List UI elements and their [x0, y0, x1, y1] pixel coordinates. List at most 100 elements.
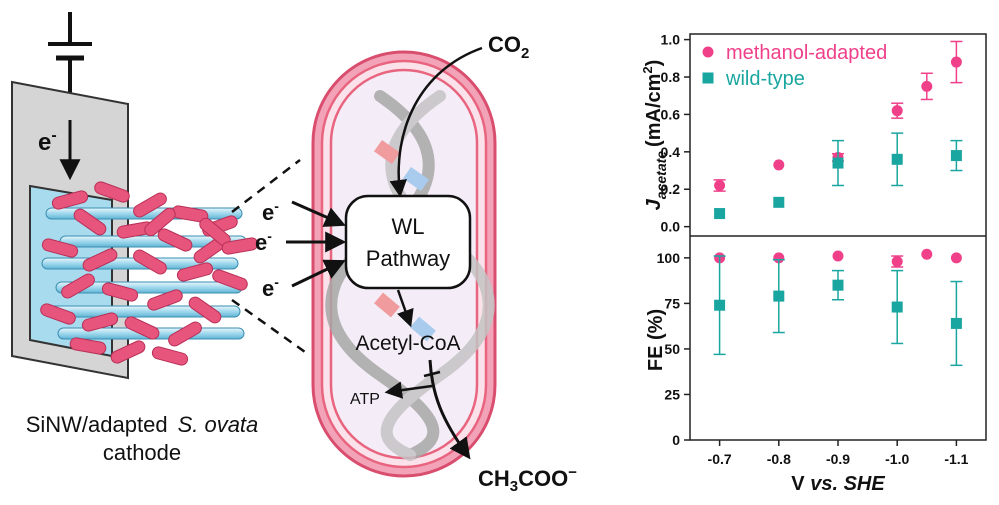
- y-tick-label: 0.6: [661, 106, 681, 122]
- dna-base-blue-2: [410, 316, 436, 342]
- bacterium: [81, 312, 119, 332]
- legend-marker: [702, 72, 714, 84]
- data-point-methanol-adapted: [832, 250, 844, 262]
- bacterium: [133, 192, 167, 218]
- y-axis-label-fe: FE (%): [645, 309, 667, 371]
- bacterium: [82, 248, 118, 272]
- bacterial-cell: CO2 WL Pathway e- e- e- Acetyl-CoA ATP C…: [255, 32, 577, 495]
- bacterium: [147, 289, 183, 311]
- bacterium: [157, 228, 193, 252]
- x-tick-label: -1.0: [885, 451, 909, 467]
- bacterium: [94, 181, 130, 203]
- bacterium: [151, 346, 189, 366]
- data-point-methanol-adapted: [921, 80, 933, 92]
- bacterium: [212, 269, 248, 291]
- atp-arrow: [384, 381, 433, 399]
- data-point-methanol-adapted: [891, 256, 903, 267]
- y-tick-label: 75: [664, 295, 680, 311]
- bacterium: [176, 262, 214, 282]
- acetylcoa-to-product-arrow: [428, 359, 471, 460]
- data-point-methanol-adapted: [773, 252, 785, 264]
- y-tick-label: 1.0: [661, 32, 681, 48]
- co2-arrow: [389, 46, 483, 198]
- y-tick-label: 25: [664, 386, 680, 402]
- electron-input-3-label: e-: [262, 274, 279, 301]
- wl-pathway-line2: Pathway: [366, 246, 450, 271]
- y-tick-label: 50: [664, 341, 680, 357]
- x-tick-label: -0.8: [767, 451, 791, 467]
- x-tick-label: -0.9: [826, 451, 850, 467]
- bacterium: [69, 337, 107, 355]
- y-tick-label: 0.8: [661, 69, 681, 85]
- electron-input-3-arrow: [291, 259, 346, 288]
- bacterium: [168, 321, 202, 347]
- co2-label: CO2: [488, 32, 529, 62]
- bacterium: [101, 282, 139, 302]
- x-tick-label: -1.1: [944, 451, 968, 467]
- bacterium: [61, 273, 95, 299]
- wl-pathway-line1: WL: [392, 214, 425, 239]
- bacterium: [73, 208, 107, 236]
- legend-label: methanol-adapted: [726, 42, 887, 64]
- acetate-product-label: CH3COO−: [478, 464, 577, 495]
- dna-strand-1: [325, 90, 440, 461]
- atp-label: ATP: [350, 391, 380, 408]
- data-point-wild-type: [832, 157, 844, 169]
- x-axis: -0.7 -0.8 -0.9 -1.0 -1.1: [708, 440, 969, 467]
- data-point-wild-type: [773, 196, 785, 208]
- bacterium: [40, 303, 76, 325]
- bacterium: [51, 190, 89, 210]
- data-point-wild-type: [714, 299, 726, 311]
- data-point-wild-type: [950, 150, 962, 162]
- bacterium: [133, 249, 167, 275]
- data-point-methanol-adapted: [950, 56, 962, 68]
- chart-legend: methanol-adapted wild-type: [702, 42, 887, 90]
- data-point-wild-type: [714, 208, 726, 220]
- data-point-methanol-adapted: [950, 252, 962, 264]
- dna-base-red-2: [374, 292, 400, 318]
- data-point-methanol-adapted: [891, 105, 903, 117]
- x-axis-label: V vs. SHE: [791, 473, 885, 495]
- data-point-wild-type: [891, 301, 903, 313]
- legend-marker: [702, 46, 714, 58]
- bacterium: [188, 296, 222, 324]
- electron-input-2-label: e-: [255, 228, 272, 255]
- bacterium: [221, 237, 259, 255]
- acetyl-coa-label: Acetyl-CoA: [355, 332, 460, 355]
- bacteria-cluster: [40, 181, 259, 366]
- legend-label: wild-type: [725, 68, 805, 90]
- x-tick-label: -0.7: [708, 451, 732, 467]
- current-density-chart: 0.00.20.40.60.81.0: [661, 32, 963, 235]
- y-tick-label: 0.0: [661, 219, 681, 235]
- bacterium: [124, 316, 160, 340]
- faradaic-efficiency-chart: 0 25 50 75 100: [657, 248, 963, 448]
- bacterium: [110, 340, 146, 364]
- y-tick-label: 0.4: [661, 144, 681, 160]
- dna-base-red-1: [373, 139, 401, 165]
- data-point-wild-type: [950, 317, 962, 329]
- data-point-wild-type: [832, 279, 844, 291]
- chart-frame: [689, 33, 987, 441]
- electron-inputs: e- e- e-: [255, 198, 347, 301]
- y-axis-label-current: Jacetate(mA/cm2): [640, 60, 669, 211]
- dna-base-blue-1: [402, 166, 430, 192]
- zoom-line-bottom: [231, 298, 306, 354]
- data-point-methanol-adapted: [714, 180, 726, 191]
- bacterium: [41, 238, 79, 258]
- y-tick-label: 0: [672, 432, 680, 448]
- data-point-wild-type: [891, 153, 903, 165]
- bacterium: [144, 207, 176, 237]
- data-point-wild-type: [773, 290, 785, 302]
- electron-input-1-label: e-: [262, 198, 279, 225]
- y-tick-label: 100: [657, 250, 681, 266]
- electron-label: e-: [38, 127, 57, 156]
- dna-helix: [325, 90, 495, 461]
- wl-pathway-box: [344, 194, 472, 290]
- data-point-methanol-adapted: [773, 159, 785, 171]
- zoom-line-top: [231, 159, 301, 213]
